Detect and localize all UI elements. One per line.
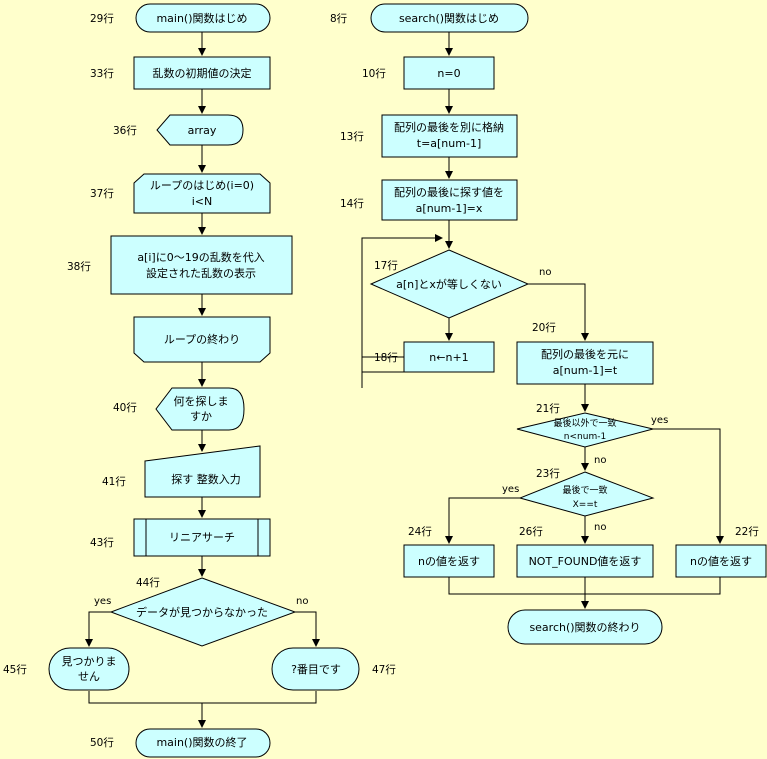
restore-last-process [516, 341, 654, 385]
main-end-terminator [135, 728, 271, 758]
save-last-process [381, 114, 518, 158]
cond2-text-1: 最後以外で一致 [553, 417, 616, 429]
not-found-text-2: せん [78, 670, 100, 683]
left-connectors [85, 32, 320, 728]
line-label: 8行 [330, 12, 348, 25]
line-label: 20行 [532, 321, 556, 334]
n-init-process [403, 56, 495, 90]
line-label: 13行 [340, 130, 364, 143]
line-label: 50行 [90, 736, 114, 749]
not-equal-decision [369, 249, 530, 319]
return-not-found-text: NOT_FOUND値を返す [529, 555, 642, 568]
loop-end-shape [133, 316, 271, 363]
input-manual-shape [144, 445, 261, 498]
loop-start-text-1: ループのはじめ(i=0) [150, 179, 254, 192]
assign-random-process [110, 235, 293, 295]
cond3-no-label: no [594, 522, 606, 533]
line-label: 21行 [536, 402, 560, 415]
array-display-shape [156, 114, 244, 146]
line-label: 47行 [372, 663, 396, 676]
rand-init-text: 乱数の初期値の決定 [153, 66, 252, 80]
cond1-no-label: no [539, 267, 551, 278]
cond3-text-2: X==t [573, 500, 598, 510]
ask-text-2: すか [190, 410, 212, 423]
loop-end-text: ループの終わり [164, 332, 240, 346]
save-last-text-2: t=a[num-1] [417, 137, 481, 150]
line-label: 38行 [67, 260, 91, 273]
line-label: 45行 [3, 663, 27, 676]
return-not-found-process [516, 544, 654, 578]
search-start-text: search()関数はじめ [399, 12, 499, 25]
line-label: 41行 [102, 475, 126, 488]
rand-init-process [133, 56, 271, 90]
ask-display-shape [155, 387, 245, 431]
line-label: 44行 [136, 576, 160, 589]
search-end-text: search()関数の終わり [529, 620, 640, 634]
cond2-yes-label: yes [651, 415, 668, 426]
line-label: 26行 [519, 525, 543, 538]
main-end-text: main()関数の終了 [156, 735, 247, 749]
ask-text-1: 何を探しま [174, 395, 229, 408]
input-text: 探す 整数入力 [171, 472, 241, 486]
cond3-text-1: 最後で一致 [562, 484, 607, 496]
return-n-process-1 [403, 544, 495, 578]
cond3-yes-label: yes [502, 484, 519, 495]
not-found-text-1: 見つかりま [62, 655, 117, 668]
line-label: 33行 [90, 67, 114, 80]
cond2-no-label: no [594, 455, 606, 466]
line-label: 24行 [408, 525, 432, 538]
line-label: 40行 [113, 401, 137, 414]
return-n-text-2: nの値を返す [690, 555, 752, 568]
found-text: ?番目です [291, 663, 341, 676]
line-label: 17行 [374, 259, 398, 272]
line-label: 14行 [340, 197, 364, 210]
line-label: 43行 [90, 536, 114, 549]
left-no-label: no [296, 596, 308, 607]
line-label: 23行 [536, 467, 560, 480]
not-found-terminator [48, 647, 130, 691]
main-start-terminator [135, 3, 271, 33]
match-last-decision [518, 471, 655, 517]
increment-text: n←n+1 [429, 351, 468, 364]
return-n-text-1: nの値を返す [418, 555, 480, 568]
right-connectors [361, 32, 724, 609]
decision-text: データが見つからなかった [136, 605, 268, 619]
found-terminator [271, 647, 360, 691]
n-init-text: n=0 [437, 67, 460, 80]
line-label: 18行 [374, 351, 398, 364]
put-sentinel-text-2: a[num-1]=x [416, 202, 483, 215]
line-label: 10行 [362, 67, 386, 80]
line-label: 22行 [735, 525, 759, 538]
linear-search-subprocess [133, 518, 271, 557]
search-start-terminator [370, 3, 529, 33]
left-yes-label: yes [94, 596, 111, 607]
save-last-text-1: 配列の最後を別に格納 [394, 120, 504, 134]
loop-start-shape [133, 173, 271, 214]
line-label: 37行 [90, 187, 114, 200]
line-label: 29行 [90, 12, 114, 25]
match-except-last-decision [516, 412, 654, 448]
linear-search-text: リニアサーチ [169, 531, 235, 544]
array-text: array [188, 124, 217, 137]
loop-start-text-2: i<N [192, 195, 213, 208]
main-start-text: main()関数はじめ [156, 12, 247, 25]
assign-text-1: a[i]に0～19の乱数を代入 [137, 251, 264, 264]
restore-text-2: a[num-1]=t [553, 364, 618, 377]
line-number-labels: 29行 33行 36行 37行 38行 40行 41行 43行 44行 45行 … [3, 12, 759, 749]
search-end-terminator [507, 609, 663, 645]
assign-text-2: 設定された乱数の表示 [146, 266, 256, 280]
not-found-decision [109, 577, 297, 647]
cond2-text-2: n<num-1 [564, 432, 606, 442]
not-equal-text: a[n]とxが等しくない [396, 277, 502, 291]
restore-text-1: 配列の最後を元に [541, 347, 629, 361]
put-sentinel-process [381, 179, 518, 221]
increment-process [403, 341, 495, 373]
return-n-process-2 [675, 544, 767, 578]
line-label: 36行 [113, 124, 137, 137]
put-sentinel-text-1: 配列の最後に探す値を [394, 185, 504, 199]
